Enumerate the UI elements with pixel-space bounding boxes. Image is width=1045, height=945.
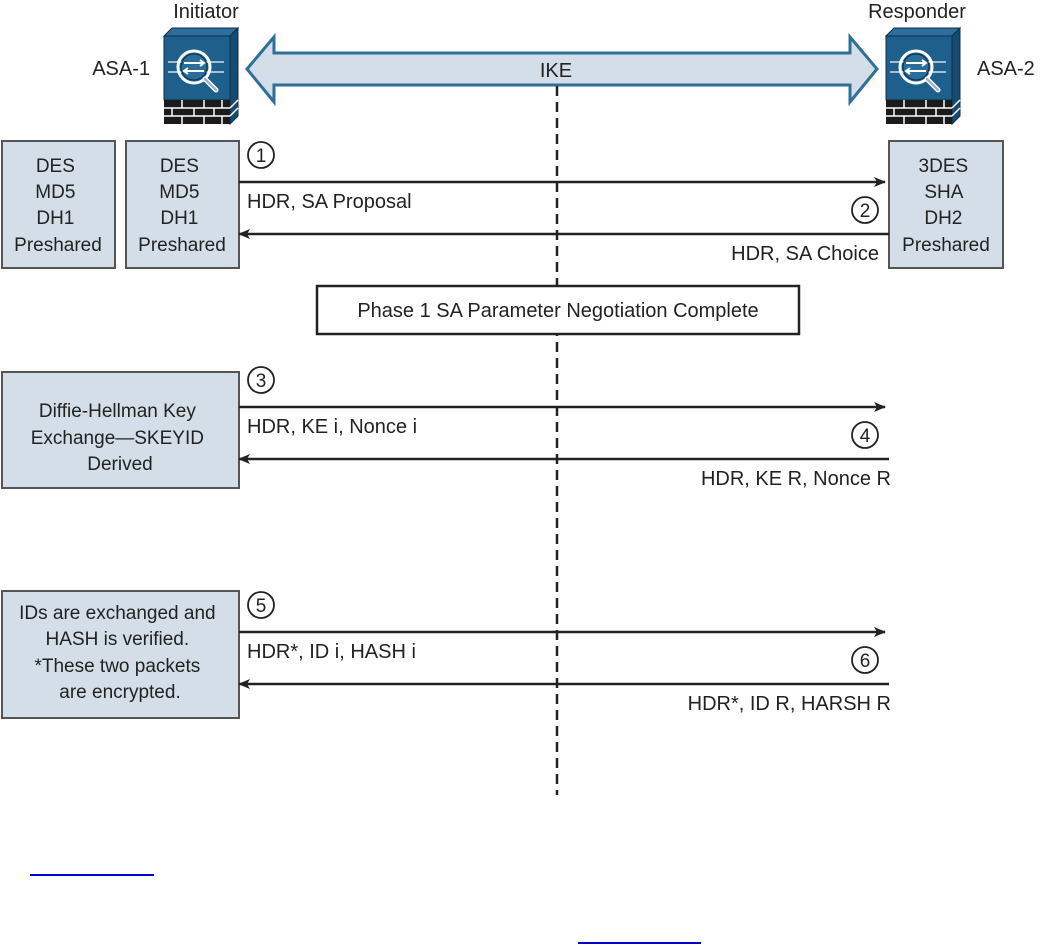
initiator-asa-firewall-icon bbox=[164, 28, 238, 124]
step-number-1: 1 bbox=[256, 146, 267, 167]
step-number-3: 3 bbox=[256, 371, 267, 392]
phase1-complete-text: Phase 1 SA Parameter Negotiation Complet… bbox=[357, 300, 758, 322]
ids-box-line: IDs are exchanged and bbox=[19, 603, 215, 624]
step-number-circle-2 bbox=[851, 196, 879, 224]
message-label-6: HDR*, ID R, HARSH R bbox=[688, 693, 891, 715]
step-number-circle-1 bbox=[247, 141, 275, 169]
figure-link[interactable] bbox=[30, 874, 154, 876]
policy-line: Preshared bbox=[138, 235, 226, 256]
initiator-policy-box-2: DES MD5 DH1 Preshared bbox=[125, 140, 240, 269]
svg-text:IDs are exchanged and HA: IDs are exchanged and HASH is verified. … bbox=[19, 603, 221, 703]
initiator-role-label: Initiator bbox=[173, 1, 239, 23]
phase1-complete-banner: Phase 1 SA Parameter Negotiation Complet… bbox=[315, 284, 801, 336]
initiator-device-name: ASA-1 bbox=[92, 58, 150, 80]
step-number-circle-5 bbox=[247, 591, 275, 619]
step-number-circle-6 bbox=[851, 646, 879, 674]
dh-box-line: Diffie-Hellman Key bbox=[39, 401, 196, 422]
initiator-policy-box-1: DES MD5 DH1 Preshared bbox=[1, 140, 116, 269]
step-number-circle-3 bbox=[247, 366, 275, 394]
ids-box-line: are encrypted. bbox=[59, 682, 180, 703]
policy-line: DES bbox=[160, 156, 199, 177]
step-number-2: 2 bbox=[860, 201, 871, 222]
message-label-2: HDR, SA Choice bbox=[731, 243, 879, 265]
step-number-4: 4 bbox=[860, 426, 871, 447]
dh-key-exchange-box: Diffie-Hellman Key Exchange—SKEYID Deriv… bbox=[1, 371, 240, 489]
ids-box-line: *These two packets bbox=[34, 656, 200, 677]
message-label-5: HDR*, ID i, HASH i bbox=[247, 641, 416, 663]
step-number-6: 6 bbox=[860, 651, 871, 672]
ike-label: IKE bbox=[540, 60, 572, 82]
message-label-1: HDR, SA Proposal bbox=[247, 191, 412, 213]
id-hash-verification-box: IDs are exchanged and HASH is verified. … bbox=[1, 590, 240, 719]
policy-line: 3DES bbox=[919, 156, 969, 177]
policy-line: SHA bbox=[924, 182, 963, 203]
ids-box-line: HASH is verified. bbox=[46, 629, 190, 650]
svg-text:DES MD5 DH1: DES MD5 DH1 Preshared bbox=[14, 156, 102, 256]
policy-line: DH2 bbox=[924, 208, 962, 229]
policy-line: MD5 bbox=[159, 182, 199, 203]
message-label-4: HDR, KE R, Nonce R bbox=[701, 468, 891, 490]
responder-role-label: Responder bbox=[868, 1, 966, 23]
ike-tunnel-arrow bbox=[245, 32, 879, 107]
policy-line: DES bbox=[36, 156, 75, 177]
policy-line: Preshared bbox=[902, 235, 990, 256]
step-number-circle-4 bbox=[851, 421, 879, 449]
svg-text:DES MD5 DH1: DES MD5 DH1 Preshared bbox=[138, 156, 226, 256]
policy-line: Preshared bbox=[14, 235, 102, 256]
message-label-3: HDR, KE i, Nonce i bbox=[247, 416, 417, 438]
responder-asa-firewall-icon bbox=[886, 28, 960, 124]
responder-device-name: ASA-2 bbox=[977, 58, 1035, 80]
svg-text:Diffie-Hellman Key Excha: Diffie-Hellman Key Exchange—SKEYID Deriv… bbox=[31, 401, 209, 475]
policy-line: DH1 bbox=[160, 208, 198, 229]
reference-link[interactable] bbox=[578, 942, 701, 944]
dh-box-line: Exchange—SKEYID bbox=[31, 428, 204, 449]
svg-text:3DES SHA DH2: 3DES SHA DH2 Preshared bbox=[902, 156, 990, 256]
step-number-5: 5 bbox=[256, 596, 267, 617]
policy-line: DH1 bbox=[36, 208, 74, 229]
policy-line: MD5 bbox=[35, 182, 75, 203]
responder-policy-box: 3DES SHA DH2 Preshared bbox=[888, 140, 1004, 269]
dh-box-line: Derived bbox=[87, 454, 152, 475]
